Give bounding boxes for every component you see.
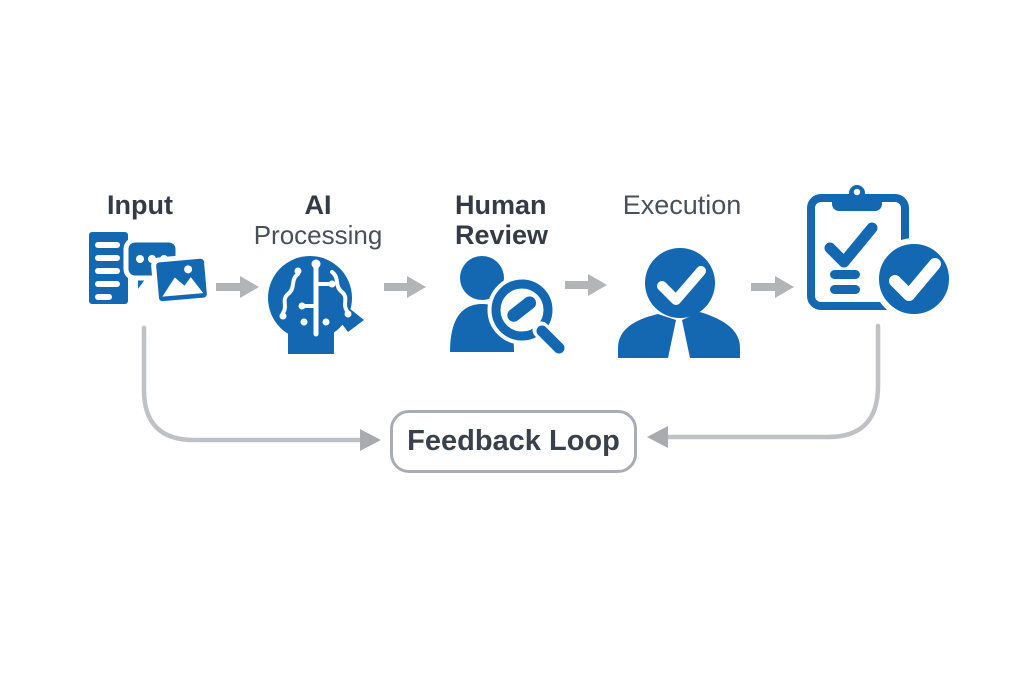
stage-label-ai-line1: AI [304, 190, 332, 220]
person-magnifier-icon [450, 256, 568, 358]
document-chat-image-icon [89, 232, 210, 307]
feedback-loop-node: Feedback Loop [390, 410, 637, 473]
stage-label-human-line1: Human [455, 190, 547, 220]
arrow-ai-to-human [384, 276, 426, 298]
arrow-execution-to-completion [751, 276, 794, 298]
arrow-input-to-ai [216, 276, 259, 298]
feedback-loop-label: Feedback Loop [407, 425, 620, 457]
stage-label-input: Input [107, 190, 173, 220]
feedback-curve-right [647, 323, 881, 448]
feedback-curve-left [141, 325, 381, 451]
stage-label-ai-line2: Processing [253, 220, 383, 250]
stage-label-human-review: Human Review [455, 190, 595, 250]
arrow-human-to-execution [565, 274, 607, 296]
person-checkmark-icon [618, 248, 740, 358]
stage-label-execution: Execution [622, 190, 742, 220]
head-circuit-brain-icon [268, 256, 364, 354]
stage-label-ai: AI Processing [238, 190, 398, 250]
clipboard-checklist-check-icon [807, 185, 955, 320]
stage-label-human-line2: Review [455, 220, 549, 250]
